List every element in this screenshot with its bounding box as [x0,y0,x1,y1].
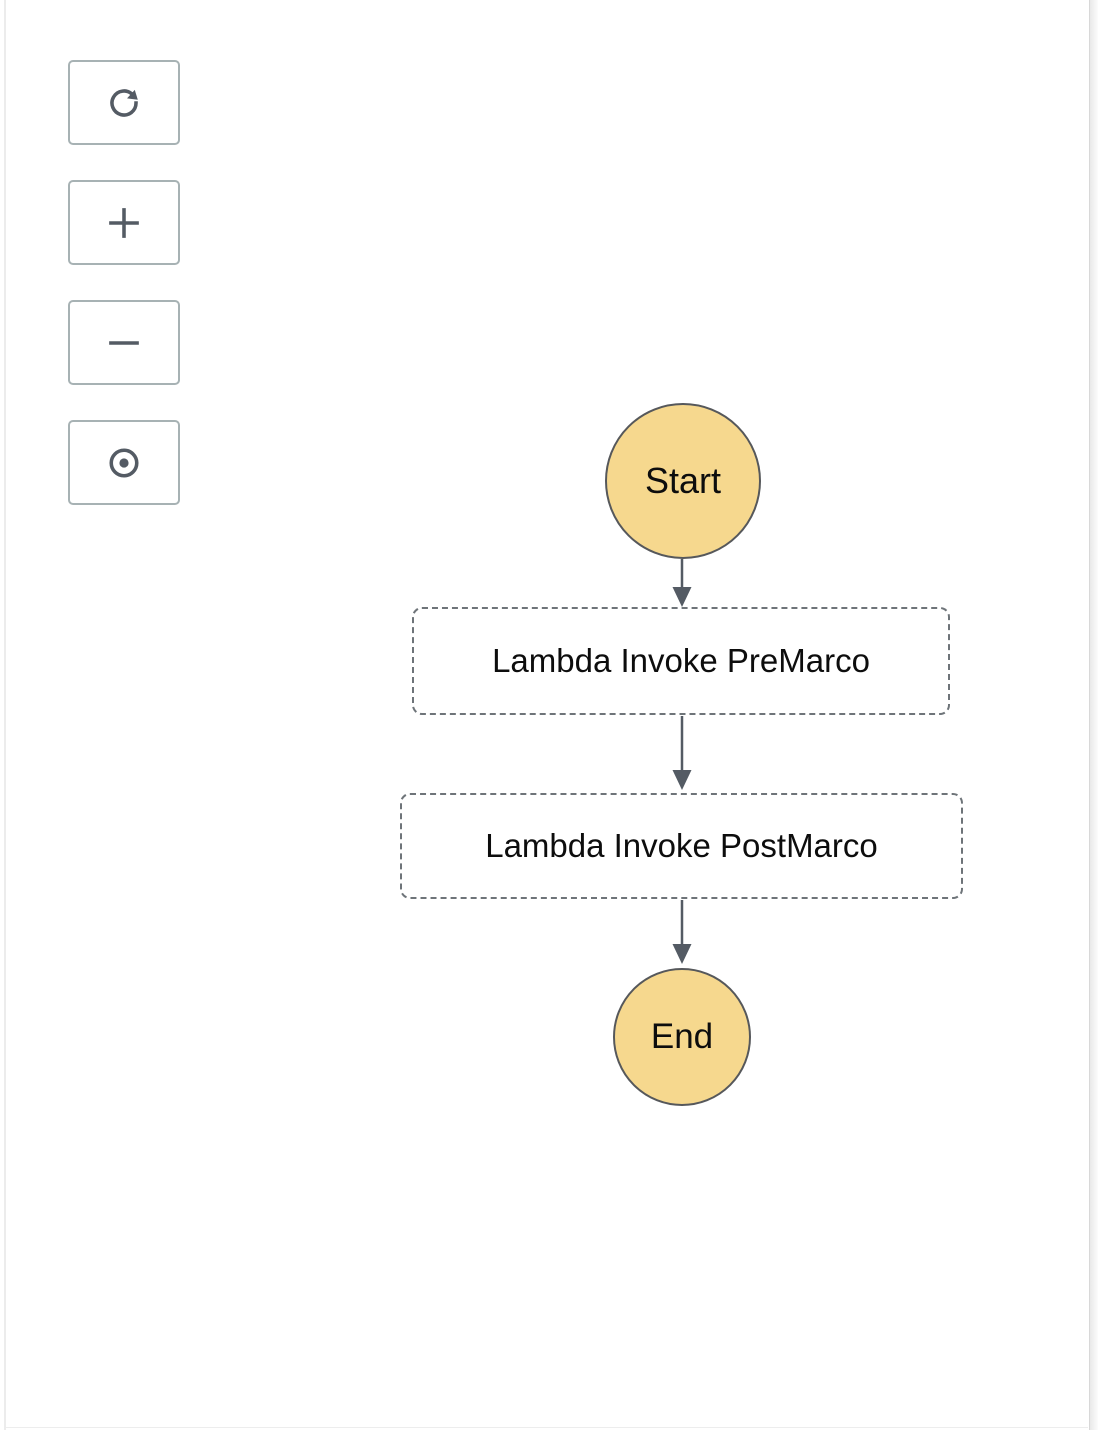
task-node-premarco[interactable]: Lambda Invoke PreMarco [412,607,950,715]
edge-start-to-task1 [672,559,692,607]
start-node: Start [605,403,761,559]
refresh-button[interactable] [68,60,180,145]
refresh-icon [101,80,147,126]
task-node-label: Lambda Invoke PostMarco [485,827,878,864]
zoom-in-button[interactable] [68,180,180,265]
panel-left-border [4,0,6,1430]
minus-icon [101,320,147,366]
task-node-label: Lambda Invoke PreMarco [492,642,870,679]
panel-bottom-border [6,1427,1088,1428]
edge-task2-to-end [672,900,692,964]
plus-icon [101,200,147,246]
start-node-label: Start [644,460,722,501]
center-focus-icon [101,440,147,486]
end-node-label: End [650,1017,714,1056]
center-graph-button[interactable] [68,420,180,505]
edge-task1-to-task2 [672,716,692,790]
zoom-out-button[interactable] [68,300,180,385]
vertical-scrollbar[interactable] [1089,0,1098,1430]
task-node-postmarco[interactable]: Lambda Invoke PostMarco [400,793,963,899]
end-node: End [613,968,751,1106]
